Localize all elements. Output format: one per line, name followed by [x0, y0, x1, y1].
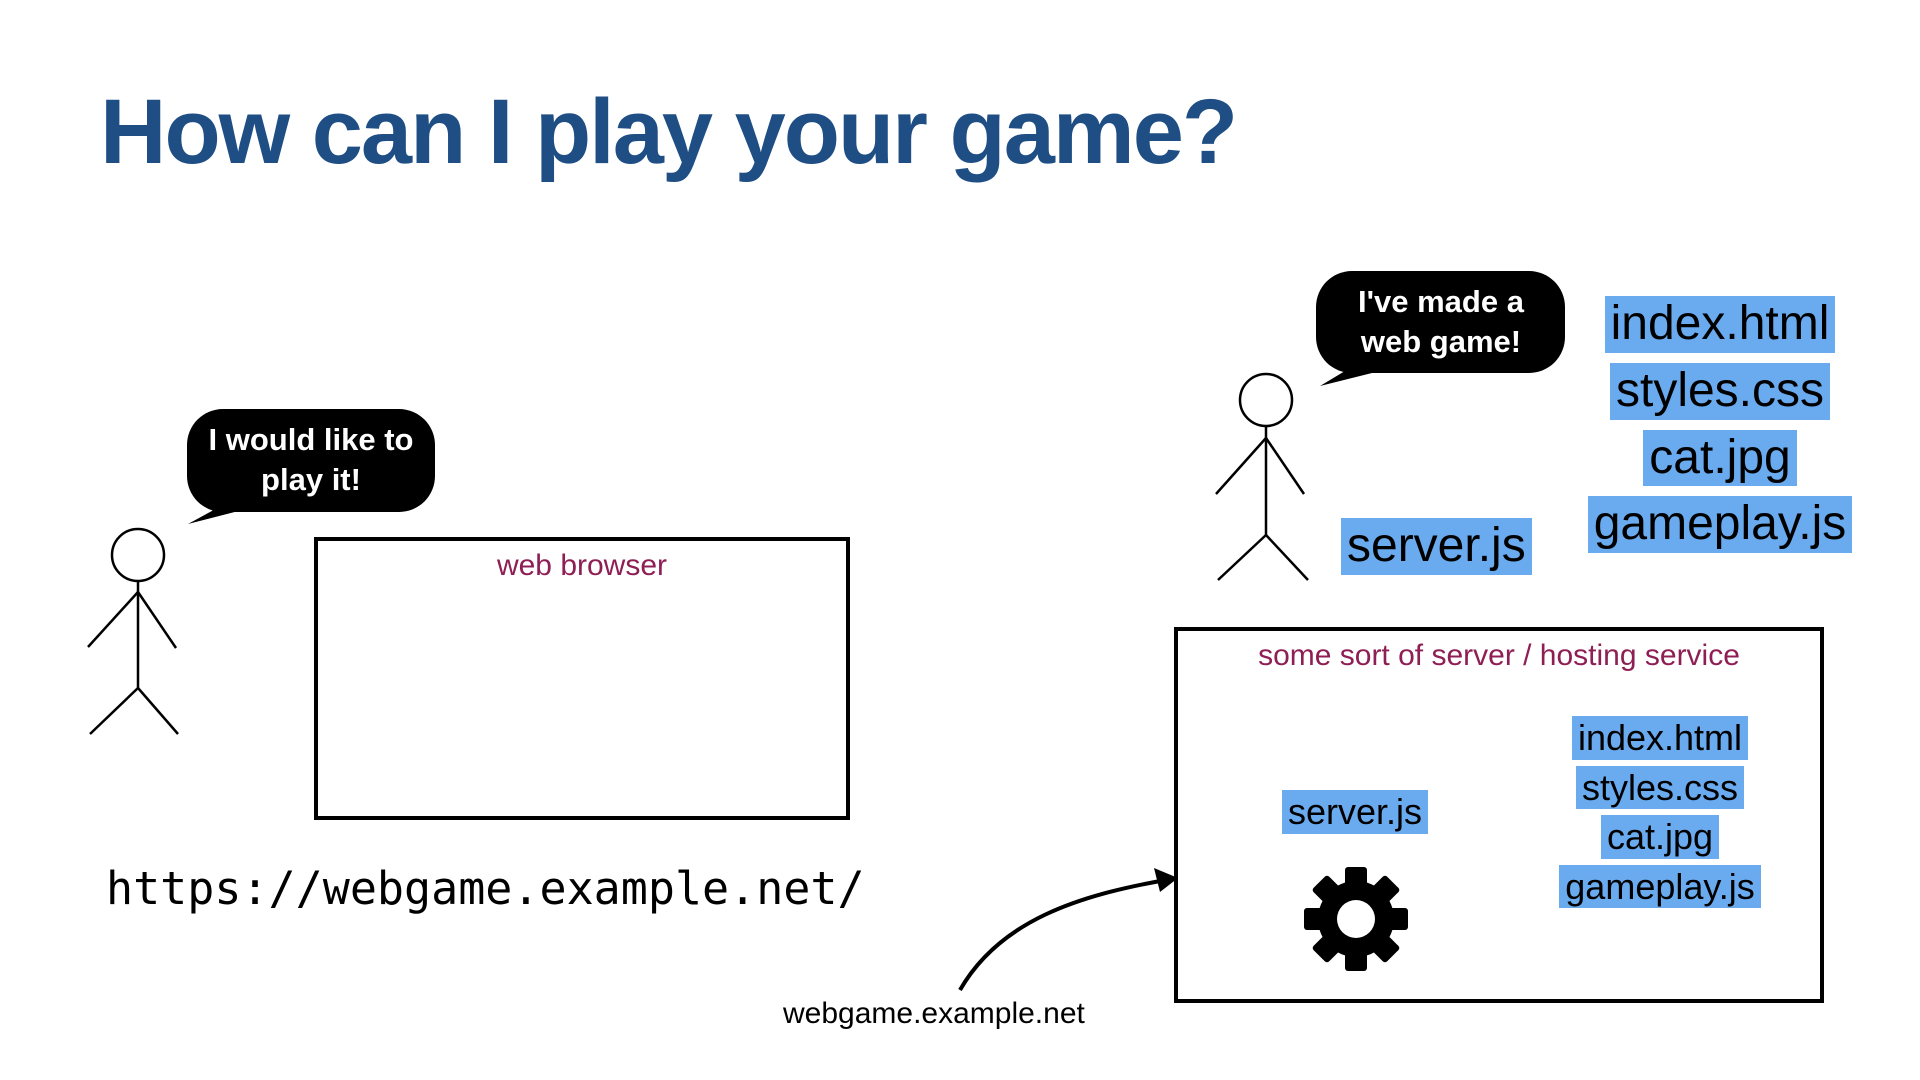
server-file-gameplay-js: gameplay.js [1559, 864, 1761, 909]
dev-file-cat-jpg: cat.jpg [1643, 429, 1797, 487]
dev-file-index-html: index.html [1604, 296, 1836, 353]
domain-arrow [958, 868, 1178, 991]
dev-file-styles-css: styles.css [1609, 362, 1831, 420]
server-file-server-js: server.js [1282, 790, 1429, 834]
developer-speech-bubble [1316, 271, 1565, 386]
developer-speech-text: I've made a web game! [1358, 284, 1524, 359]
dev-file-gameplay-js: gameplay.js [1587, 496, 1853, 554]
browser-url: https://webgame.example.net/ [106, 862, 865, 915]
player-speech-text: I would like to play it! [208, 422, 414, 497]
web-browser-label: web browser [496, 549, 668, 582]
server-file-cat-jpg: cat.jpg [1600, 815, 1720, 859]
server-file-index-html: index.html [1571, 716, 1749, 760]
web-browser-box: web browser [314, 537, 850, 820]
developer-file-list: index.html styles.css cat.jpg gameplay.j… [1570, 296, 1870, 554]
domain-label: webgame.example.net [783, 997, 1085, 1030]
player-stick-figure [87, 527, 179, 735]
server-box-label: some sort of server / hosting service [1258, 639, 1740, 672]
server-file-styles-css: styles.css [1575, 765, 1745, 810]
gear-icon [1303, 866, 1409, 972]
slide-title: How can I play your game? [100, 81, 1238, 183]
server-file-list: index.html styles.css cat.jpg gameplay.j… [1540, 716, 1780, 909]
dev-file-server-js: server.js [1341, 518, 1532, 575]
player-speech-bubble [187, 409, 435, 524]
developer-stick-figure [1215, 372, 1309, 581]
